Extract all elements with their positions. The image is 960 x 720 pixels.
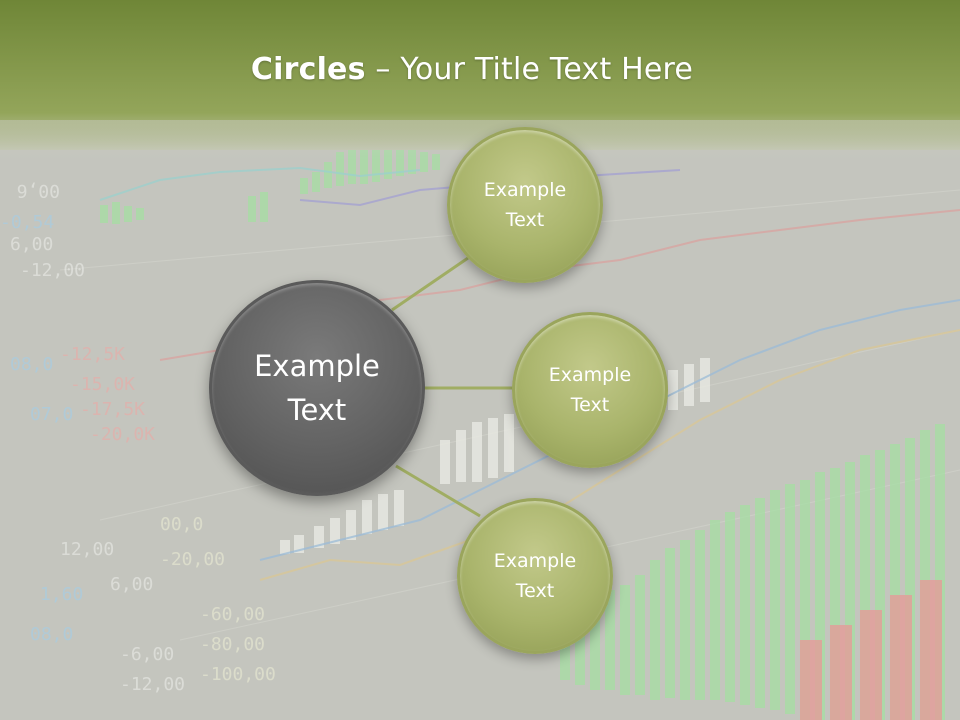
svg-text:-0,54: -0,54 bbox=[0, 212, 54, 233]
svg-text:-20,0K: -20,0K bbox=[90, 424, 155, 445]
svg-text:-6,00: -6,00 bbox=[120, 644, 174, 665]
svg-text:6,00: 6,00 bbox=[110, 574, 153, 595]
slide-title: Circles – Your Title Text Here bbox=[0, 52, 944, 87]
svg-text:6,00: 6,00 bbox=[10, 234, 53, 255]
svg-text:1,60: 1,60 bbox=[40, 584, 83, 605]
svg-text:12,00: 12,00 bbox=[60, 539, 114, 560]
svg-text:-12,5K: -12,5K bbox=[60, 344, 125, 365]
svg-text:07,0: 07,0 bbox=[30, 404, 73, 425]
satellite-circle-label: Example Text bbox=[548, 364, 632, 416]
svg-text:00,0: 00,0 bbox=[160, 514, 203, 535]
satellite-circle-label: Example Text bbox=[493, 550, 577, 602]
svg-text:-100,00: -100,00 bbox=[200, 664, 276, 685]
connector-line-1 bbox=[391, 256, 469, 312]
satellite-circle-3[interactable]: Example Text bbox=[457, 498, 613, 654]
svg-text:-80,00: -80,00 bbox=[200, 634, 265, 655]
slide-title-rest: – Your Title Text Here bbox=[365, 52, 694, 87]
slide-title-bold: Circles bbox=[250, 52, 366, 87]
satellite-circle-1[interactable]: Example Text bbox=[447, 127, 603, 283]
center-circle-label: Example Text bbox=[254, 349, 380, 427]
svg-text:-15,0K: -15,0K bbox=[70, 374, 135, 395]
center-circle[interactable]: Example Text bbox=[209, 280, 425, 496]
svg-text:-60,00: -60,00 bbox=[200, 604, 265, 625]
svg-text:08,0: 08,0 bbox=[10, 354, 53, 375]
svg-text:-12,00: -12,00 bbox=[20, 260, 85, 281]
satellite-circle-label: Example Text bbox=[483, 179, 567, 231]
svg-text:-20,00: -20,00 bbox=[160, 549, 225, 570]
svg-text:00,6: 00,6 bbox=[17, 180, 60, 201]
svg-text:08,0: 08,0 bbox=[30, 624, 73, 645]
connector-line-3 bbox=[395, 464, 481, 518]
satellite-circle-2[interactable]: Example Text bbox=[512, 312, 668, 468]
svg-text:-17,5K: -17,5K bbox=[80, 399, 145, 420]
svg-text:-12,00: -12,00 bbox=[120, 674, 185, 695]
